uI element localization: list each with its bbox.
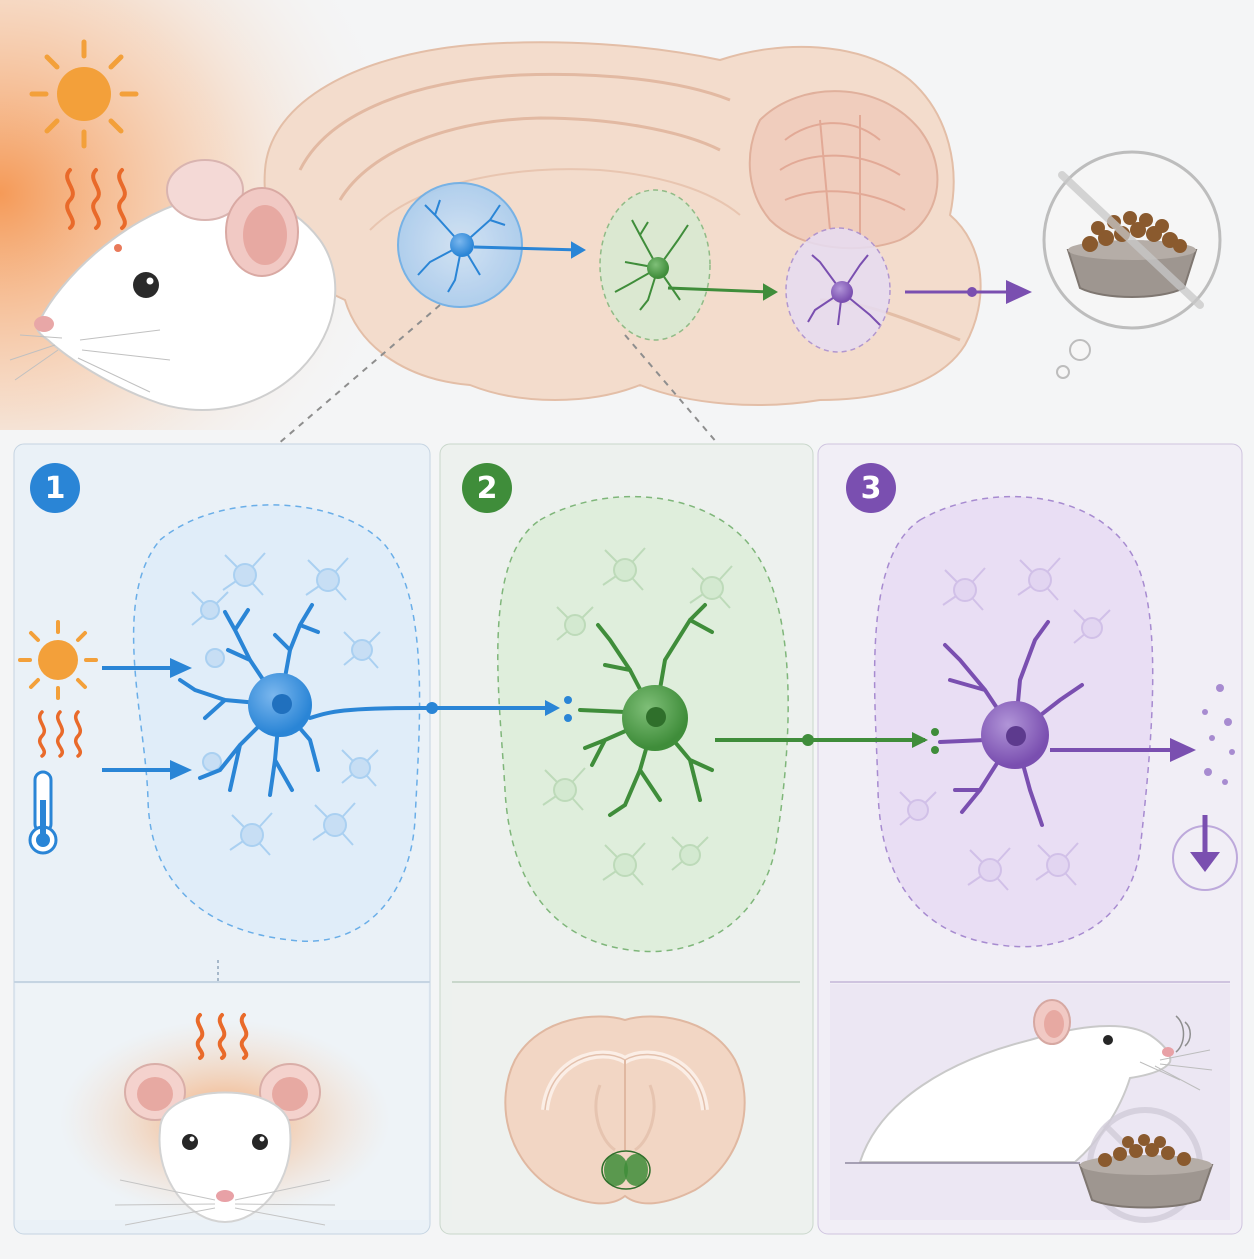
background-neurons-blue — [191, 552, 381, 856]
rat-head-top — [9, 159, 337, 411]
heat-waves-icon — [65, 168, 127, 230]
neuron-2-main — [578, 603, 714, 817]
heat-waves-icon — [195, 1013, 249, 1060]
sun-icon — [29, 39, 139, 149]
heat-waves-icon — [38, 710, 82, 758]
panel-1-number-badge: 1 — [30, 463, 80, 513]
axon-2-to-3 — [715, 728, 939, 754]
panel-3-number-badge: 3 — [846, 463, 896, 513]
background-neurons-green — [542, 547, 733, 886]
coronal-brain-section — [504, 1015, 746, 1205]
rat-face-front — [114, 1063, 336, 1226]
no-food-icon — [1058, 171, 1204, 309]
axon-1-to-2 — [420, 696, 572, 722]
neuron-1-main — [178, 603, 422, 797]
food-bowl-icon — [1078, 1134, 1214, 1209]
output-arrow-top — [905, 280, 1032, 304]
small-neuron-blue — [417, 199, 586, 293]
small-neuron-green — [614, 219, 778, 311]
thermometer-icon — [28, 770, 58, 855]
decrease-arrow-icon — [1172, 815, 1238, 891]
rat-side-eating — [845, 999, 1213, 1164]
neuron-3-main — [938, 620, 1084, 827]
sun-icon — [18, 620, 98, 700]
input-arrows — [102, 658, 192, 780]
background-neurons-purple — [899, 557, 1111, 891]
small-neuron-purple — [807, 254, 881, 326]
output-arrow-3 — [1050, 684, 1235, 785]
panel-2-number-badge: 2 — [462, 463, 512, 513]
